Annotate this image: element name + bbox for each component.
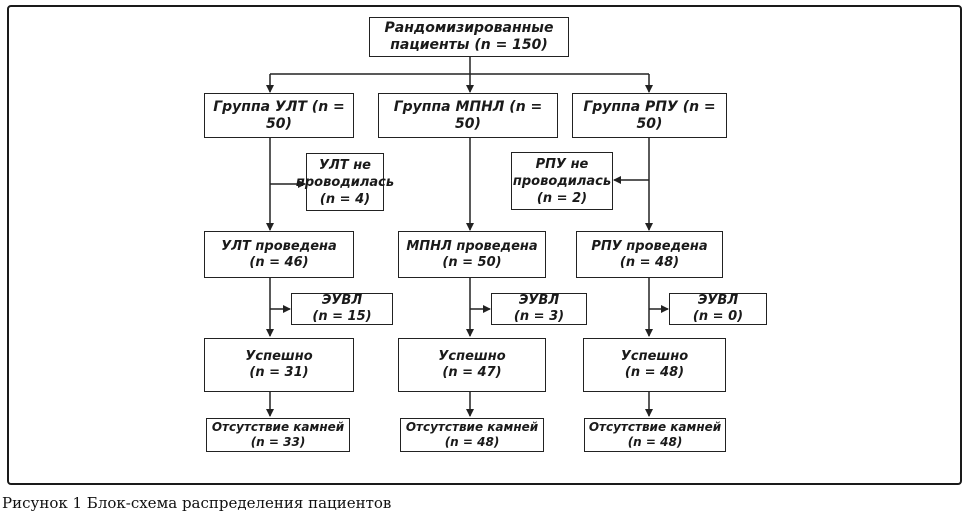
rpu-done-box: РПУ проведена (n = 48) (576, 231, 723, 278)
group-mpnl-box: Группа МПНЛ (n = 50) (378, 93, 558, 138)
rpu-not-done-box: РПУ не проводилась (n = 2) (511, 152, 613, 210)
rpu-success-box: Успешно (n = 48) (583, 338, 726, 392)
rpu-not-done-line3: (n = 2) (536, 190, 588, 206)
rpu-euvl-box: ЭУВЛ (n = 0) (669, 293, 767, 325)
group-ult-title: Группа УЛТ (n = 50) (213, 98, 345, 132)
rpu-not-done-line1: РПУ не (535, 156, 589, 172)
ult-not-done-box: УЛТ не проводилась (n = 4) (296, 153, 394, 211)
ult-not-done-line1: УЛТ не (318, 157, 371, 173)
ult-stone-free-line1: Отсутствие камней (211, 420, 345, 434)
ult-done-line2: (n = 46) (249, 254, 309, 270)
ult-euvl-line2: (n = 15) (312, 309, 372, 324)
mpnl-success-line2: (n = 47) (442, 365, 502, 380)
mpnl-stone-free-line1: Отсутствие камней (405, 420, 539, 434)
ult-not-done-line3: (n = 4) (319, 191, 371, 207)
rpu-stone-free-line1: Отсутствие камней (588, 420, 722, 434)
figure-caption: Рисунок 1 Блок-схема распределения пацие… (2, 494, 392, 512)
ult-success-box: Успешно (n = 31) (204, 338, 354, 392)
mpnl-success-box: Успешно (n = 47) (398, 338, 546, 392)
ult-done-line1: УЛТ проведена (221, 238, 337, 254)
ult-stone-free-box: Отсутствие камней (n = 33) (206, 418, 350, 452)
rpu-euvl-line1: ЭУВЛ (697, 293, 739, 308)
group-ult-box: Группа УЛТ (n = 50) (204, 93, 354, 138)
ult-not-done-line2: проводилась (295, 174, 395, 190)
root-line2: пациенты (n = 150) (390, 37, 548, 53)
rpu-done-line2: (n = 48) (619, 254, 680, 270)
mpnl-stone-free-box: Отсутствие камней (n = 48) (400, 418, 544, 452)
group-rpu-title: Группа РПУ (n = 50) (583, 98, 716, 132)
mpnl-euvl-box: ЭУВЛ (n = 3) (491, 293, 587, 325)
mpnl-stone-free-line2: (n = 48) (444, 435, 500, 449)
ult-euvl-line1: ЭУВЛ (321, 293, 363, 308)
group-mpnl-title: Группа МПНЛ (n = 50) (393, 98, 543, 132)
ult-success-line2: (n = 31) (249, 365, 309, 380)
root-box: Рандомизированные пациенты (n = 150) (369, 17, 569, 57)
mpnl-done-box: МПНЛ проведена (n = 50) (398, 231, 546, 278)
group-rpu-box: Группа РПУ (n = 50) (572, 93, 727, 138)
root-line1: Рандомизированные (384, 20, 554, 36)
rpu-euvl-line2: (n = 0) (692, 309, 744, 324)
rpu-not-done-line2: проводилась (512, 173, 612, 189)
rpu-done-line1: РПУ проведена (591, 238, 708, 254)
rpu-stone-free-line2: (n = 48) (627, 435, 683, 449)
ult-success-line1: Успешно (245, 349, 313, 364)
mpnl-done-line1: МПНЛ проведена (406, 238, 538, 254)
ult-euvl-box: ЭУВЛ (n = 15) (291, 293, 393, 325)
mpnl-euvl-line2: (n = 3) (513, 309, 565, 324)
mpnl-done-line2: (n = 50) (442, 254, 502, 270)
rpu-success-line2: (n = 48) (624, 365, 685, 380)
rpu-stone-free-box: Отсутствие камней (n = 48) (584, 418, 726, 452)
mpnl-euvl-line1: ЭУВЛ (518, 293, 560, 308)
rpu-success-line1: Успешно (620, 349, 689, 364)
mpnl-success-line1: Успешно (438, 349, 506, 364)
ult-done-box: УЛТ проведена (n = 46) (204, 231, 354, 278)
ult-stone-free-line2: (n = 33) (250, 435, 306, 449)
